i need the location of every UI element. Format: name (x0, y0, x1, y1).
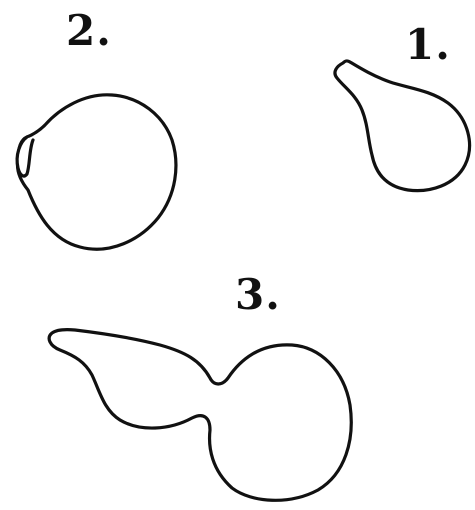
shape-3-label: 3. (235, 274, 281, 316)
shape-1-label: 1. (405, 24, 451, 66)
shape-2-outline (17, 95, 175, 249)
shape-1-outline (335, 61, 470, 191)
shape-2-label: 2. (66, 10, 112, 52)
shape-3-outline (49, 330, 351, 501)
